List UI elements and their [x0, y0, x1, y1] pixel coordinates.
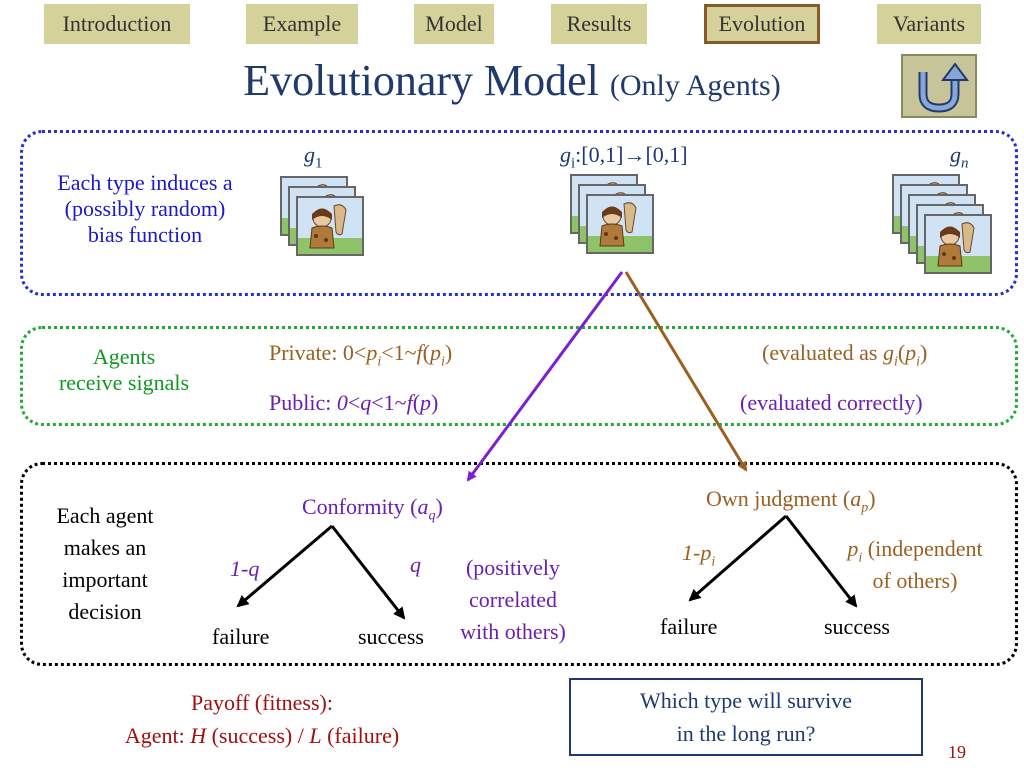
label-gn: gn: [950, 142, 969, 172]
tab-results[interactable]: Results: [551, 4, 647, 44]
page-title: Evolutionary Model (Only Agents): [0, 55, 1024, 106]
own-branch-success: [784, 515, 858, 608]
conformity-success: success: [358, 624, 424, 649]
public-evaluation: (evaluated correctly): [740, 390, 923, 415]
own-prob-failure: 1-pi: [682, 540, 716, 570]
caveman-icon: [588, 196, 652, 252]
own-branch-failure: [688, 514, 787, 602]
payoff-text: Payoff (fitness): Agent: H (success) / L…: [124, 690, 400, 748]
private-evaluation: (evaluated as gi(pi): [762, 340, 928, 370]
public-signal: Public: 0<q<1~f(p): [269, 390, 439, 415]
own-success: success: [824, 614, 890, 639]
conformity-note: (positively correlated with others): [460, 555, 566, 644]
conformity-prob-failure: 1-q: [230, 556, 260, 581]
tab-evolution[interactable]: Evolution: [704, 4, 820, 44]
tab-introduction[interactable]: Introduction: [44, 4, 190, 44]
own-prob-success: pi (independent of others): [847, 536, 983, 594]
own-failure: failure: [660, 614, 718, 639]
back-button[interactable]: [901, 54, 977, 118]
conformity-prob-success: q: [410, 552, 421, 577]
caveman-icon: [298, 198, 362, 254]
label-g1: g1: [304, 142, 323, 172]
decision-box: [20, 462, 1018, 666]
question-text: Which type will survive in the long run?: [639, 688, 852, 746]
types-description: Each type induces a (possibly random) bi…: [57, 170, 233, 247]
signals-box: [20, 326, 1018, 426]
title-main: Evolutionary Model: [243, 56, 599, 105]
conformity-label: Conformity (aq): [302, 494, 443, 524]
caveman-card: [586, 194, 654, 254]
caveman-icon: [926, 216, 990, 272]
arrow-to-conformity: [466, 271, 624, 482]
page-number: 19: [948, 742, 966, 762]
tab-variants[interactable]: Variants: [877, 4, 981, 44]
types-box: [20, 130, 1018, 296]
own-judgment-label: Own judgment (ap): [706, 486, 876, 516]
decision-label: Each agent makes an important decision: [56, 503, 154, 624]
label-gi: gi:[0,1]→[0,1]: [560, 142, 688, 172]
tab-example[interactable]: Example: [246, 4, 358, 44]
caveman-card: [296, 196, 364, 256]
caveman-card: [924, 214, 992, 274]
arrow-to-own-judgment: [624, 271, 748, 472]
title-sub: (Only Agents): [609, 69, 781, 102]
conformity-failure: failure: [212, 624, 270, 649]
private-signal: Private: 0<pi<1~f(pi): [269, 340, 453, 370]
tab-model[interactable]: Model: [414, 4, 494, 44]
u-turn-arrow-icon: [918, 62, 969, 113]
conformity-branch-success: [330, 525, 406, 620]
question-box: [569, 678, 923, 756]
conformity-branch-failure: [236, 524, 333, 608]
signals-label: Agents receive signals: [58, 344, 190, 395]
